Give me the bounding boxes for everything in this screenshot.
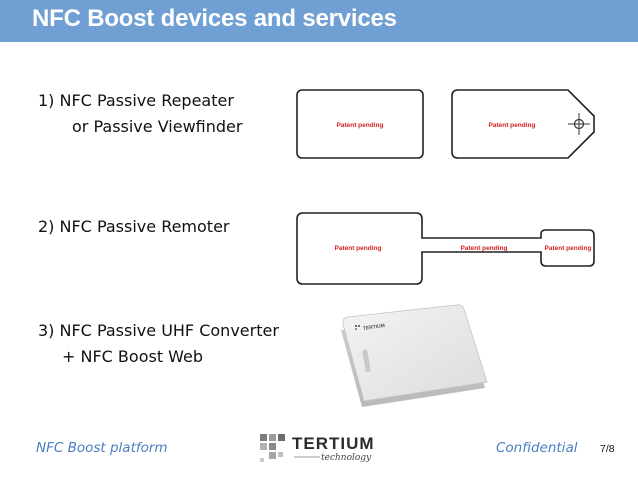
viewfinder-patent-label: Patent pending bbox=[489, 122, 536, 129]
remoter-patent-label-middle: Patent pending bbox=[461, 245, 508, 252]
device-logo-dots bbox=[355, 325, 360, 330]
remoter-device: Patent pending Patent pending Patent pen… bbox=[296, 212, 595, 285]
item-uhf-converter: 3) NFC Passive UHF Converter + NFC Boost… bbox=[38, 318, 279, 370]
crosshair-icon bbox=[568, 113, 590, 135]
tertium-logo: TERTIUM technology bbox=[260, 434, 375, 463]
item-passive-repeater: 1) NFC Passive Repeater or Passive Viewf… bbox=[38, 88, 242, 140]
device-slot bbox=[362, 349, 371, 372]
item-3-line-1: 3) NFC Passive UHF Converter bbox=[38, 321, 279, 340]
page-number: 7/8 bbox=[600, 443, 615, 455]
logo-subtitle: technology bbox=[321, 453, 372, 463]
remoter-patent-label-left: Patent pending bbox=[335, 245, 382, 252]
logo-mark-icon bbox=[260, 434, 285, 462]
item-2-line-1: 2) NFC Passive Remoter bbox=[38, 217, 230, 236]
repeater-patent-label: Patent pending bbox=[337, 122, 384, 129]
footer-platform-label: NFC Boost platform bbox=[36, 440, 168, 456]
item-1-line-1: 1) NFC Passive Repeater bbox=[38, 91, 234, 110]
footer-confidential-label: Confidential bbox=[496, 440, 578, 456]
item-passive-remoter: 2) NFC Passive Remoter bbox=[38, 214, 230, 240]
item-3-line-2: + NFC Boost Web bbox=[62, 347, 204, 366]
viewfinder-tag: Patent pending bbox=[451, 89, 595, 159]
uhf-converter-device: TERTIUM bbox=[341, 304, 488, 407]
remoter-patent-label-right: Patent pending bbox=[545, 245, 592, 252]
item-1-line-2: or Passive Viewfinder bbox=[72, 117, 243, 136]
logo-name: TERTIUM bbox=[292, 434, 375, 453]
device-brand-label: TERTIUM bbox=[362, 323, 385, 332]
slide-title: NFC Boost devices and services bbox=[32, 5, 397, 32]
title-bar: NFC Boost devices and services bbox=[0, 0, 638, 42]
repeater-card: Patent pending bbox=[296, 89, 424, 159]
